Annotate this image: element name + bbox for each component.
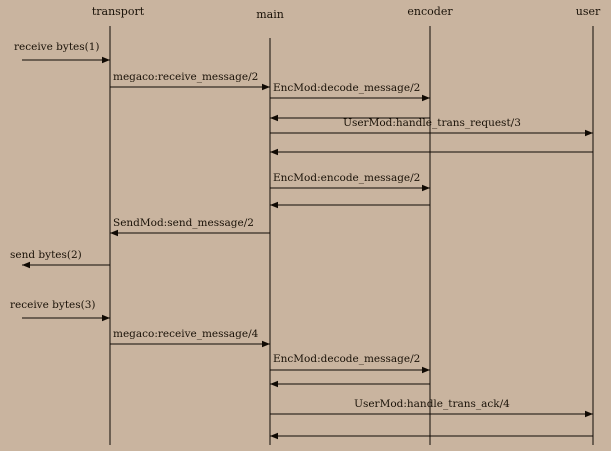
message-label-m10: send bytes(2)	[10, 249, 82, 261]
message-label-m2: megaco:receive_message/2	[113, 71, 258, 83]
arrow-head-m4	[270, 114, 278, 122]
message-m9: SendMod:send_message/2	[110, 217, 270, 237]
message-group: receive bytes(1) megaco:receive_message/2…	[10, 41, 593, 440]
message-m2: megaco:receive_message/2	[110, 71, 270, 91]
message-m14	[270, 380, 430, 388]
participant-label-main: main	[256, 8, 284, 21]
arrow-head-m10	[22, 261, 30, 269]
arrow-head-m11	[102, 314, 110, 322]
message-m1: receive bytes(1)	[14, 41, 110, 64]
message-label-m5: UserMod:handle_trans_request/3	[343, 117, 521, 129]
participant-label-transport: transport	[92, 5, 145, 18]
arrow-head-m6	[270, 148, 278, 156]
arrow-head-m16	[270, 432, 278, 440]
arrow-head-m12	[262, 340, 270, 348]
message-label-m11: receive bytes(3)	[10, 299, 96, 311]
arrow-head-m7	[422, 184, 430, 192]
arrow-head-m8	[270, 201, 278, 209]
message-m12: megaco:receive_message/4	[110, 328, 270, 348]
message-m10: send bytes(2)	[10, 249, 110, 269]
message-label-m7: EncMod:encode_message/2	[273, 172, 420, 184]
message-label-m9: SendMod:send_message/2	[113, 217, 254, 229]
message-label-m3: EncMod:decode_message/2	[273, 82, 420, 94]
message-m11: receive bytes(3)	[10, 299, 110, 322]
message-label-m13: EncMod:decode_message/2	[273, 353, 420, 365]
arrow-head-m15	[585, 410, 593, 418]
message-label-m1: receive bytes(1)	[14, 41, 100, 53]
participant-label-user: user	[576, 5, 601, 18]
message-m3: EncMod:decode_message/2	[270, 82, 430, 102]
message-m7: EncMod:encode_message/2	[270, 172, 430, 192]
message-m16	[270, 432, 593, 440]
arrow-head-m9	[110, 229, 118, 237]
arrow-head-m14	[270, 380, 278, 388]
arrow-head-m13	[422, 366, 430, 374]
message-m4	[270, 114, 430, 122]
message-m5: UserMod:handle_trans_request/3	[270, 117, 593, 137]
lifeline-group	[109, 26, 594, 445]
message-m8	[270, 201, 430, 209]
participant-label-encoder: encoder	[407, 5, 453, 18]
arrow-head-m1	[102, 56, 110, 64]
message-m15: UserMod:handle_trans_ack/4	[270, 398, 593, 418]
arrow-head-m2	[262, 83, 270, 91]
message-m6	[270, 148, 593, 156]
message-label-m15: UserMod:handle_trans_ack/4	[354, 398, 510, 410]
arrow-head-m5	[585, 129, 593, 137]
arrow-head-m3	[422, 94, 430, 102]
message-label-m12: megaco:receive_message/4	[113, 328, 259, 340]
participant-label-group: transport main encoder user	[92, 5, 601, 21]
message-m13: EncMod:decode_message/2	[270, 353, 430, 374]
